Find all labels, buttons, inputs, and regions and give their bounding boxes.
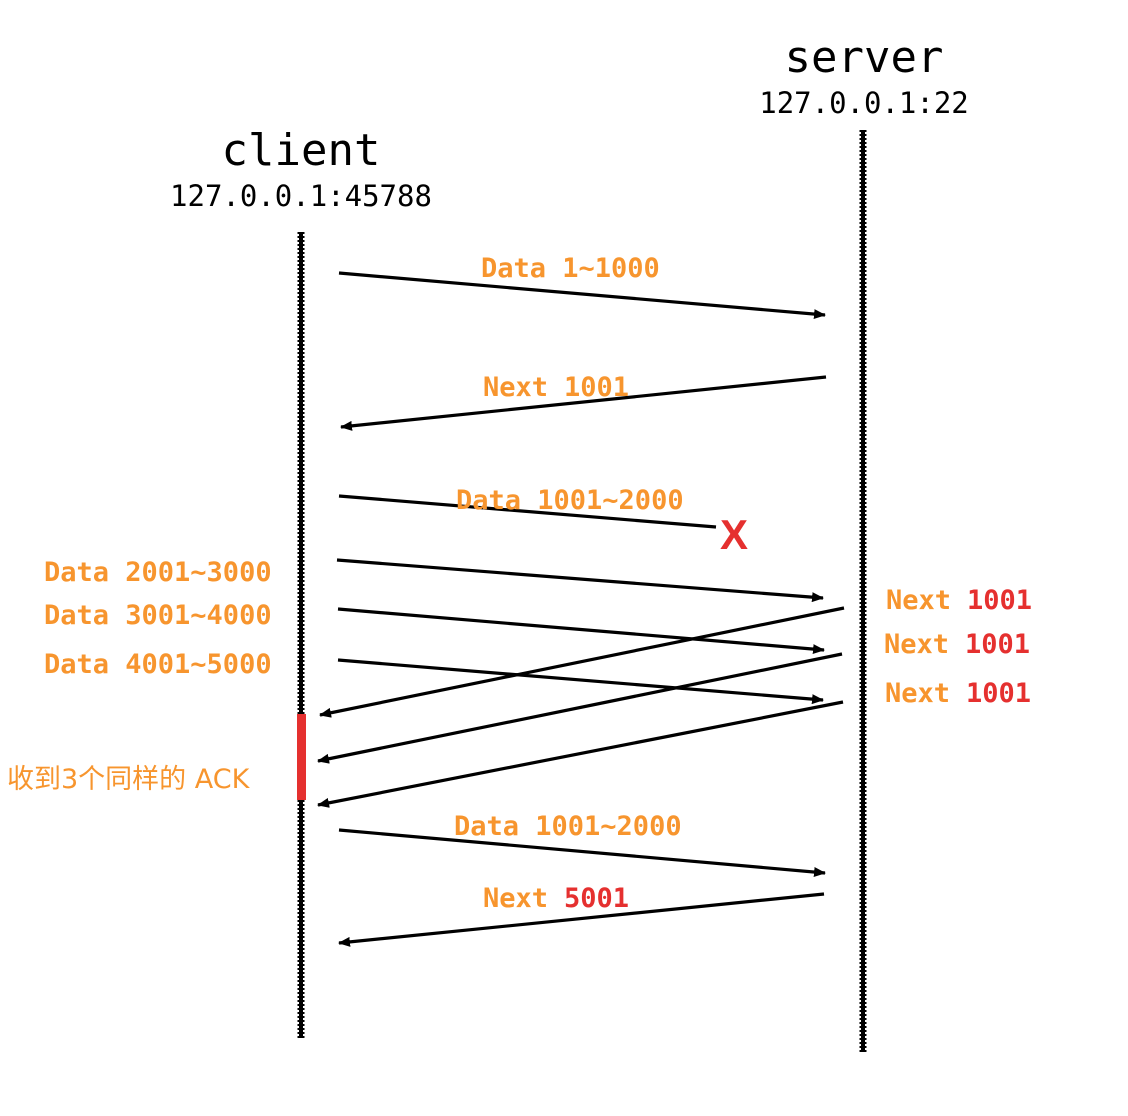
duplicate-ack-highlight [297,714,306,800]
arrow-data-3001-4000 [337,607,825,655]
arrow-next-1001 [340,375,827,431]
arrow-retransmit-1001-2000 [338,828,826,878]
label-dup-ack-2: Next 1001 [884,629,1030,660]
label-data-2001-3000: Data 2001~3000 [44,557,272,588]
label-data-3001-4000: Data 3001~4000 [44,600,272,631]
label-next-5001: Next 5001 [483,883,629,914]
label-dup-ack-2-text: Next [884,629,949,660]
arrow-data-4001-5000 [337,658,824,705]
arrow-dup-ack-2 [317,652,843,764]
label-next-1001: Next 1001 [483,372,629,403]
arrow-next-5001 [338,892,825,947]
label-dup-ack-3: Next 1001 [885,678,1031,709]
label-next-5001-text: Next [483,883,548,914]
client-title: client [222,125,381,176]
label-next-5001-value: 5001 [564,883,629,914]
label-dup-ack-1-text: Next [886,585,951,616]
server-title: server [785,32,944,83]
label-dup-ack-1: Next 1001 [886,585,1032,616]
arrow-dup-ack-3 [317,700,844,808]
label-data-4001-5000: Data 4001~5000 [44,649,272,680]
duplicate-ack-note: 收到3个同样的 ACK [7,764,251,795]
arrow-data-1-1000 [338,271,826,320]
label-next-text: Next [483,372,548,403]
label-dup-ack-3-text: Next [885,678,950,709]
label-data-1-1000: Data 1~1000 [481,253,660,284]
arrow-data-2001-3000 [336,558,824,603]
label-dup-ack-3-value: 1001 [966,678,1031,709]
label-next-value: 1001 [564,372,629,403]
server-address: 127.0.0.1:22 [759,86,969,120]
label-retransmit-1001-2000: Data 1001~2000 [454,811,682,842]
arrow-data-1001-2000-lost [338,494,717,529]
label-data-1001-2000-lost: Data 1001~2000 [456,485,684,516]
packet-loss-marker: X [720,511,748,558]
label-dup-ack-1-value: 1001 [967,585,1032,616]
label-dup-ack-2-value: 1001 [965,629,1030,660]
client-address: 127.0.0.1:45788 [170,179,432,213]
arrow-dup-ack-1 [319,606,845,718]
